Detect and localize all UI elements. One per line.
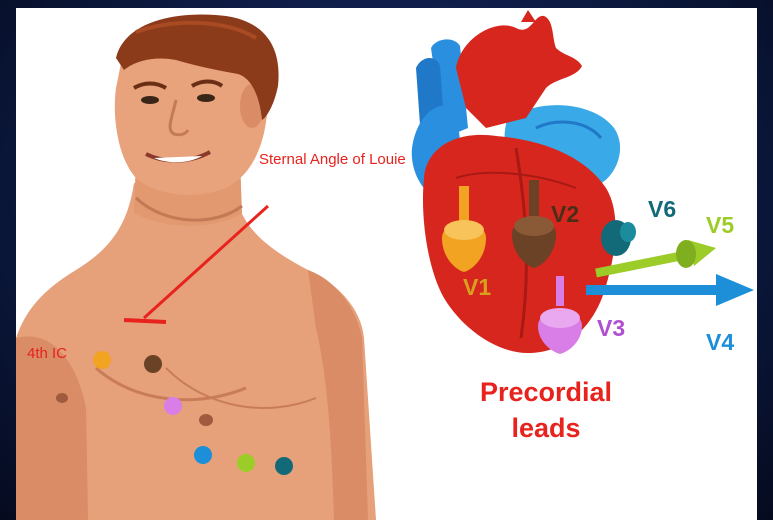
human-figure	[16, 15, 376, 520]
lead-label-v4: V4	[706, 329, 734, 356]
fourth-intercostal-label: 4th IC	[27, 345, 67, 362]
chest-electrode-v5-dot	[237, 454, 255, 472]
sternal-angle-label: Sternal Angle of Louie	[259, 148, 349, 171]
diagram-caption: Precordial leads	[461, 374, 631, 446]
diagram-panel: Sternal Angle of Louie 4th IC V1 V2 V3 V…	[16, 8, 757, 520]
diagram-illustration	[16, 8, 757, 520]
chest-electrode-v6-dot	[275, 457, 293, 475]
lead-label-v3: V3	[597, 315, 625, 342]
chest-electrode-v4-dot	[194, 446, 212, 464]
heart-illustration	[412, 10, 754, 354]
lead-label-v6: V6	[648, 196, 676, 223]
chest-electrode-v1-dot	[93, 351, 111, 369]
lead-label-v2: V2	[551, 201, 579, 228]
chest-electrode-v3-dot	[164, 397, 182, 415]
lead-label-v1: V1	[463, 274, 491, 301]
chest-electrode-v2-dot	[144, 355, 162, 373]
lead-label-v5: V5	[706, 212, 734, 239]
